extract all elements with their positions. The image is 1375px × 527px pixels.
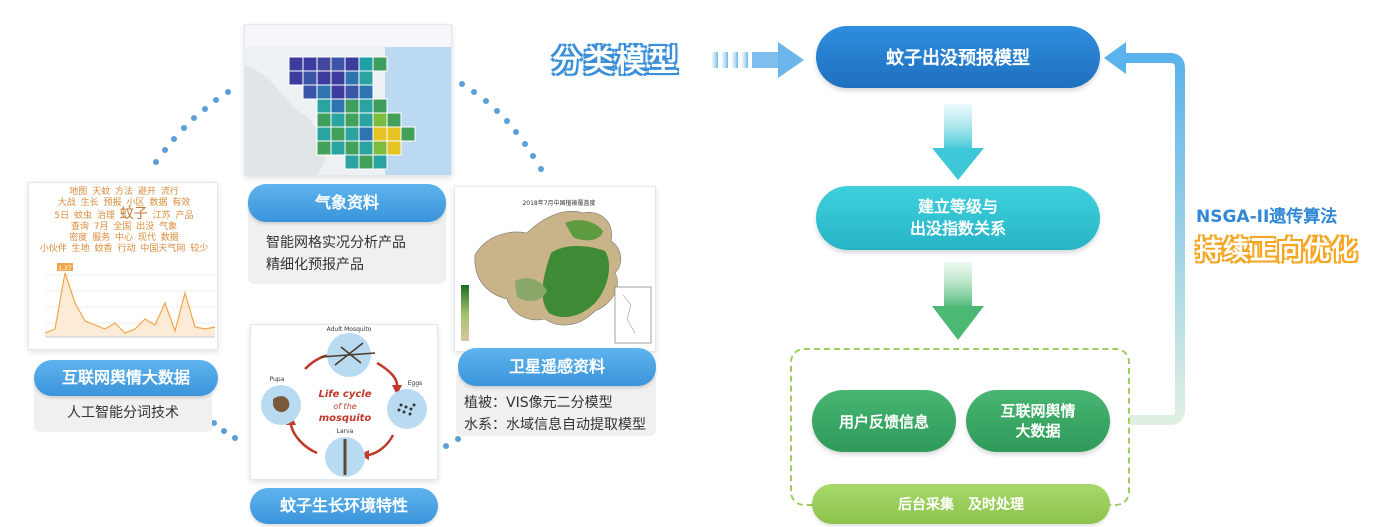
stage-pupa-label: Pupa (270, 376, 285, 383)
internet-line-1: 人工智能分词技术 (67, 405, 179, 421)
relation-line-2: 出没指数关系 (909, 219, 1006, 238)
classify-model-label: 分类模型 (552, 44, 680, 79)
stage-adult-label: Adult Mosquito (327, 326, 372, 333)
internet-data-image: 地图 天蚊 方法 避开 流行 大战 生长 预报 小区 数据 有效 5日 蚊虫 治… (28, 182, 218, 350)
lifecycle-title-1: Life cycle (319, 389, 372, 400)
internet-data-box: 互联网舆情 大数据 (966, 390, 1110, 452)
satellite-map-title: 2018年7月中国植被覆盖度 (522, 199, 595, 207)
weather-line-2: 精细化预报产品 (266, 257, 364, 273)
satellite-line-2: 水系：水域信息自动提取模型 (464, 417, 646, 433)
satellite-map-image: 2018年7月中国植被覆盖度 (454, 186, 656, 352)
mosquito-lifecycle-image: Adult Mosquito Eggs Larva Pupa Life cycl… (250, 324, 438, 480)
arrow-down-green-icon (932, 262, 984, 340)
backend-collect-box: 后台采集 及时处理 (812, 484, 1110, 524)
satellite-title-pill: 卫星遥感资料 (458, 348, 656, 386)
arrow-right-icon (712, 42, 804, 78)
lifecycle-title-3: mosquito (319, 413, 372, 424)
relation-line-1: 建立等级与 (917, 197, 998, 216)
forecast-model-box: 蚊子出没预报模型 (816, 26, 1100, 88)
lifecycle-title-2: of the (333, 402, 356, 411)
satellite-line-1: 植被：VIS像元二分模型 (464, 395, 613, 411)
trend-chart: 1.37 (44, 263, 216, 338)
weather-title-pill: 气象资料 (248, 184, 446, 222)
relation-box: 建立等级与 出没指数关系 (816, 186, 1100, 250)
word-cloud: 地图 天蚊 方法 避开 流行 大战 生长 预报 小区 数据 有效 5日 蚊虫 治… (39, 187, 209, 254)
peak-label: 1.37 (58, 265, 72, 272)
internet-box-line-1: 互联网舆情 (1000, 402, 1076, 420)
stage-eggs-label: Eggs (408, 380, 423, 387)
user-feedback-box: 用户反馈信息 (812, 390, 956, 452)
feedback-loop-arrow (1104, 42, 1185, 425)
weather-map-image (244, 24, 452, 176)
weather-line-1: 智能网格实况分析产品 (266, 235, 406, 251)
nsga-label: NSGA-II遗传算法 (1196, 207, 1338, 227)
internet-box-line-2: 大数据 (1015, 422, 1061, 440)
internet-title-pill: 互联网舆情大数据 (34, 360, 218, 396)
stage-larva-label: Larva (337, 428, 354, 435)
arrow-down-icon (932, 104, 984, 180)
mosquito-title-pill: 蚊子生长环境特性 (250, 488, 438, 524)
optimize-label: 持续正向优化 (1196, 236, 1359, 266)
